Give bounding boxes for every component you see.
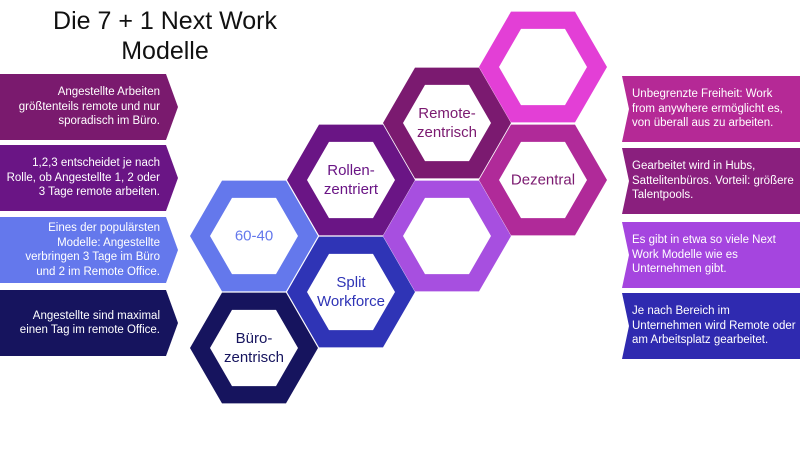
hexagon-inner <box>403 84 491 162</box>
hexagon-inner <box>307 141 395 219</box>
hexagon-label-line-1: Büro- <box>235 330 273 347</box>
hexagon-label-line-1: Remote- <box>418 105 476 122</box>
left-box-buero-zentrisch: Angestellte sind maximal einen Tag im re… <box>0 290 178 356</box>
hexagon-label-line-1: Dezentral <box>510 171 576 189</box>
hexagon-inner <box>403 197 491 275</box>
hexagon-label-remote-zentrisch: Remote-zentrisch <box>392 104 502 142</box>
hexagon-inner <box>499 28 587 106</box>
left-box-rollen-zentriert: 1,2,3 entscheidet je nach Rolle, ob Ange… <box>0 145 178 211</box>
hexagon-label-line-2: zentrisch <box>416 124 478 141</box>
right-box-modelle-anzahl: Es gibt in etwa so viele Next Work Model… <box>622 222 800 288</box>
left-box-text: 1,2,3 entscheidet je nach Rolle, ob Ange… <box>6 157 160 199</box>
hexagon-dezentral <box>479 124 607 236</box>
right-box-text: Unbegrenzte Freiheit: Work from anywhere… <box>632 88 783 130</box>
hexagon-center-blank <box>383 180 511 292</box>
hexagon-label-line-1: Work from <box>508 49 578 66</box>
left-box-text: Eines der populärsten Modelle: Angestell… <box>25 222 160 278</box>
hexagon-inner <box>499 141 587 219</box>
title-line-1: Die 7 + 1 Next Work <box>53 7 277 35</box>
right-box-work-from-anywhere: Unbegrenzte Freiheit: Work from anywhere… <box>622 76 800 142</box>
hexagon-inner <box>307 253 395 331</box>
hexagon-label-line-2: zentriert <box>323 181 379 198</box>
hexagon-work-from-anywhere <box>479 11 607 123</box>
hexagon-rollen-zentriert <box>287 124 415 236</box>
right-box-text: Je nach Bereich im Unternehmen wird Remo… <box>632 305 796 347</box>
left-box-remote-zentrisch: Angestellte Arbeiten größtenteils remote… <box>0 74 178 140</box>
title-line-2: Modelle <box>121 37 209 65</box>
right-box-text: Es gibt in etwa so viele Next Work Model… <box>632 234 776 276</box>
hexagon-label-60-40: 60-40 <box>199 227 309 246</box>
hexagon-60-40 <box>190 180 318 292</box>
hexagon-inner <box>210 309 298 387</box>
hexagon-label-line-1: Split <box>336 274 366 291</box>
right-box-dezentral: Gearbeitet wird in Hubs, Sattelitenbüros… <box>622 148 800 214</box>
left-box-text: Angestellte Arbeiten größtenteils remote… <box>18 86 160 128</box>
left-box-text: Angestellte sind maximal einen Tag im re… <box>19 309 160 337</box>
hexagon-label-line-2: anywhere <box>510 68 576 85</box>
hexagon-label-rollen-zentriert: Rollen-zentriert <box>296 161 406 199</box>
hexagon-label-buero-zentrisch: Büro-zentrisch <box>199 329 309 367</box>
hexagon-label-line-2: zentrisch <box>223 349 285 366</box>
left-box-60-40: Eines der populärsten Modelle: Angestell… <box>0 217 178 283</box>
hexagon-label-dezentral: Dezentral <box>488 171 598 190</box>
hexagon-label-line-2: Workforce <box>316 293 386 310</box>
hexagon-buero-zentrisch <box>190 292 318 404</box>
hexagon-remote-zentrisch <box>383 67 511 179</box>
right-box-split-workforce: Je nach Bereich im Unternehmen wird Remo… <box>622 293 800 359</box>
hexagon-inner <box>210 197 298 275</box>
right-box-text: Gearbeitet wird in Hubs, Sattelitenbüros… <box>632 160 794 202</box>
hexagon-label-work-from-anywhere: Work from anywhere <box>488 48 598 86</box>
hexagon-label-line-1: 60-40 <box>234 227 274 245</box>
page-title: Die 7 + 1 Next Work Modelle <box>20 6 310 66</box>
hexagon-label-line-1: Rollen- <box>327 162 375 179</box>
hexagon-split-workforce <box>287 236 415 348</box>
